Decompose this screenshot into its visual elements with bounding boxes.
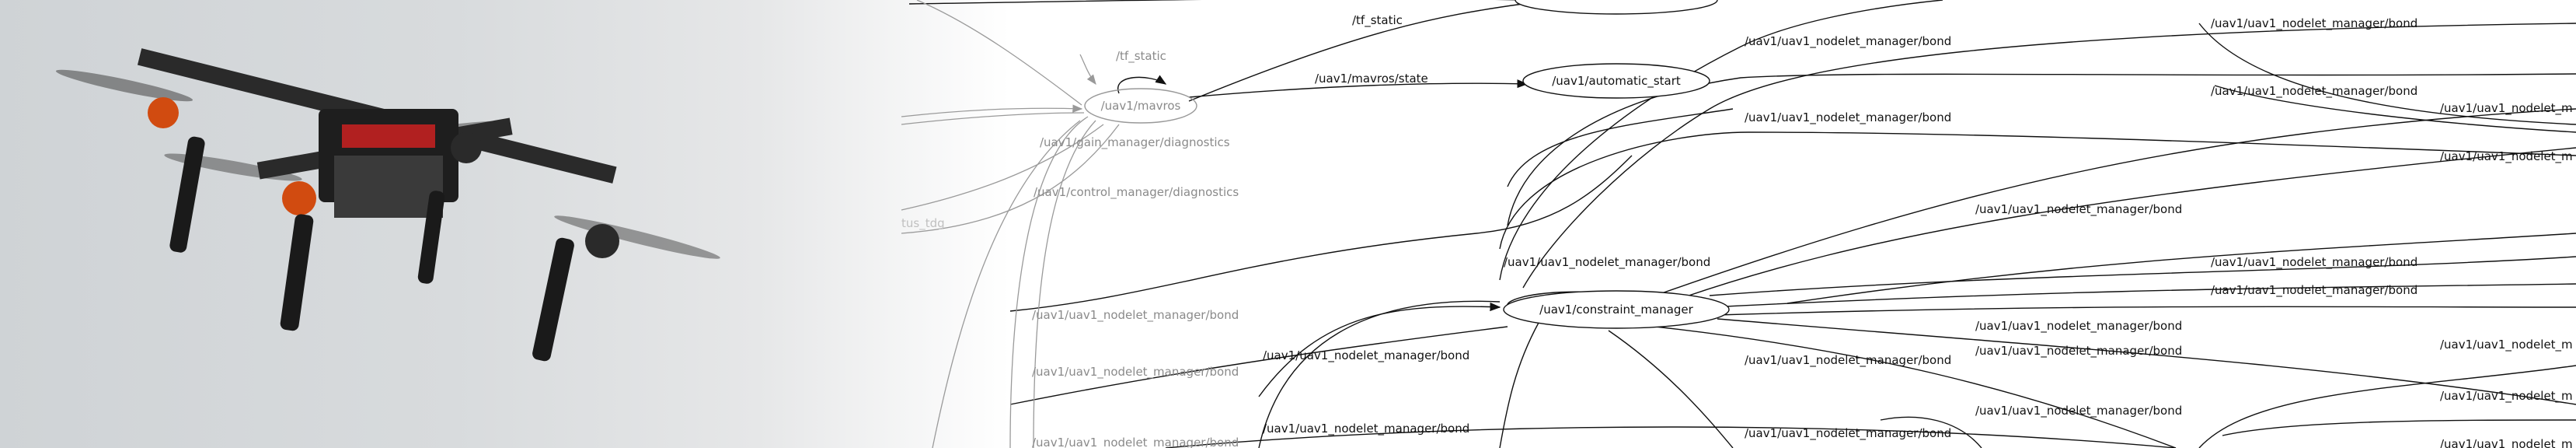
edge-labels: /tf_static /uav1/mavros/state /uav1/uav1… [1263, 13, 2573, 448]
edge-label-gain-manager: /uav1/gain_manager/diagnostics [1040, 135, 1230, 150]
edge-label-mavros-state: /uav1/mavros/state [1315, 72, 1428, 86]
edge-label-bond: /uav1/uav1_nodelet_manager/bond [1263, 422, 1469, 436]
edge-label-bond-partial: /uav1/uav1_nodelet_m [2440, 437, 2573, 448]
node-mavros[interactable]: /uav1/mavros [1084, 88, 1197, 124]
edge-label-control-manager: /uav1/control_manager/diagnostics [1034, 185, 1239, 200]
edge-label-bond: /uav1/uav1_nodelet_manager/bond [2211, 255, 2417, 270]
edge-label-bond: /uav1/uav1_nodelet_manager/bond [1745, 110, 1951, 125]
edge-label-bond-partial: /uav1/uav1_nodelet_m [2440, 389, 2573, 404]
drone-photo [0, 0, 1010, 448]
node-constraint-manager[interactable]: /uav1/constraint_manager [1503, 290, 1730, 329]
edge-label-bond: /uav1/uav1_nodelet_manager/bond [1975, 319, 2182, 334]
edge-label-bond: /uav1/uav1_nodelet_manager/bond [2211, 84, 2417, 99]
edge-label-bond: /uav1/uav1_nodelet_manager/bond [1975, 344, 2182, 359]
edge-label-bond-faded: /uav1/uav1_nodelet_manager/bond [1032, 365, 1239, 380]
edge-label-bond: /uav1/uav1_nodelet_manager/bond [1263, 348, 1469, 363]
edge-label-bond: /uav1/uav1_nodelet_manager/bond [1504, 255, 1710, 270]
graph-edges-faded [901, 0, 1120, 448]
node-automatic-start-label: /uav1/automatic_start [1552, 74, 1681, 89]
edge-labels-faded: /tf_static /uav1/gain_manager/diagnostic… [901, 49, 1239, 448]
edge-label-bond-partial: /uav1/uav1_nodelet_m [2440, 338, 2573, 352]
drone-image [55, 48, 720, 362]
edge-label-tf-static-self: /tf_static [1116, 49, 1166, 64]
node-constraint-manager-label: /uav1/constraint_manager [1539, 303, 1694, 317]
edge-label-bond-faded: /uav1/uav1_nodelet_manager/bond [1032, 436, 1239, 448]
edge-label-bond-partial: /uav1/uav1_nodelet_m [2440, 149, 2573, 164]
edge-label-bond: /uav1/uav1_nodelet_manager/bond [1745, 34, 1951, 49]
node-automatic-start[interactable]: /uav1/automatic_start [1522, 63, 1710, 99]
graph-edges [908, 0, 2576, 448]
edge-label-bond: /uav1/uav1_nodelet_manager/bond [2211, 16, 2417, 31]
edge-label-bond-partial: /uav1/uav1_nodelet_m [2440, 101, 2573, 116]
node-mavros-label: /uav1/mavros [1101, 99, 1181, 113]
edge-label-bond: /uav1/uav1_nodelet_manager/bond [1975, 404, 2182, 418]
edge-label-bond: /uav1/uav1_nodelet_manager/bond [1745, 353, 1951, 368]
edge-label-bond: /uav1/uav1_nodelet_manager/bond [1745, 426, 1951, 441]
edge-label-bond: /uav1/uav1_nodelet_manager/bond [1975, 202, 2182, 217]
edge-label-fragment: tus_tdg [901, 216, 945, 231]
edge-label-tf-static: /tf_static [1352, 13, 1403, 28]
edge-label-bond: /uav1/uav1_nodelet_manager/bond [2211, 283, 2417, 298]
edge-label-bond-faded: /uav1/uav1_nodelet_manager/bond [1032, 308, 1239, 323]
node-top-clipped[interactable] [1515, 0, 1718, 15]
